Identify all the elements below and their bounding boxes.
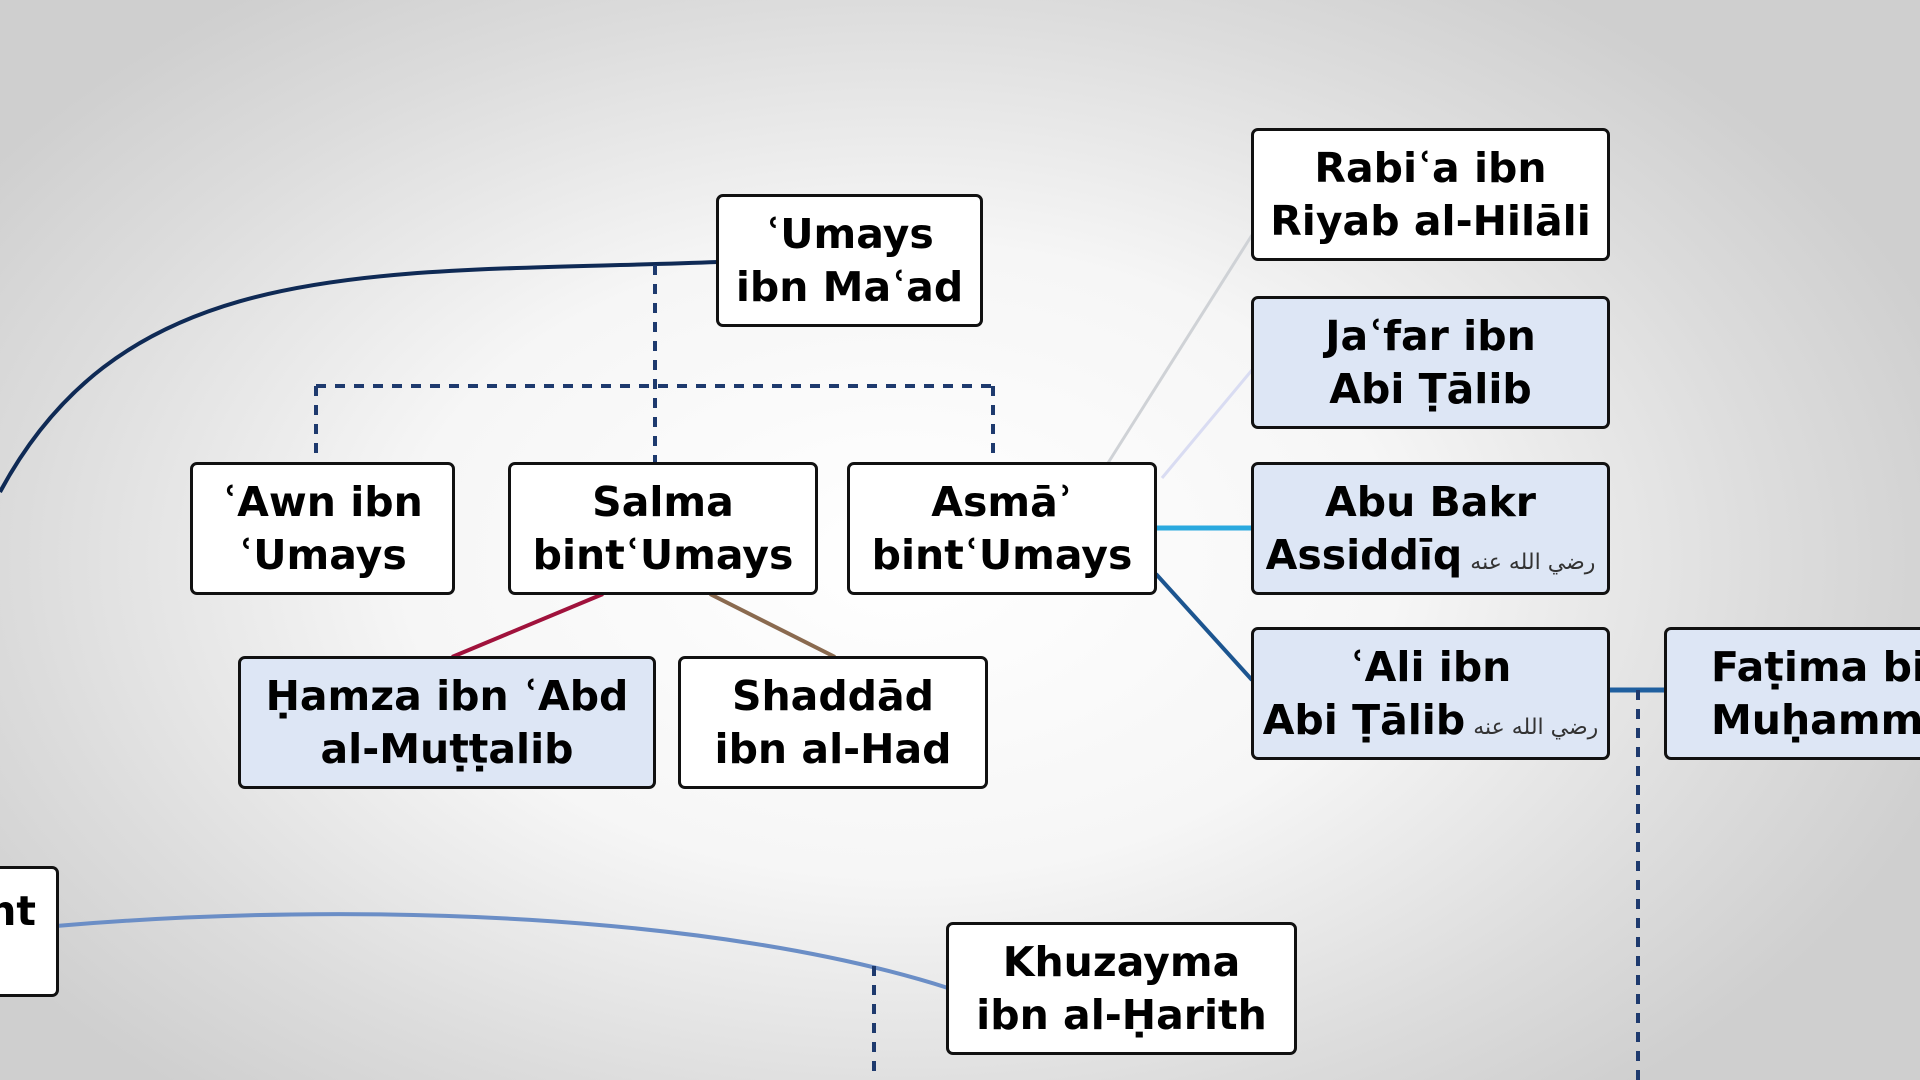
link-salma-shaddad	[709, 592, 836, 659]
node-line: Abi Ṭālib	[1262, 695, 1466, 744]
node-line: ibn al-Ḥarith	[976, 990, 1267, 1039]
node-line: bintʿUmays	[532, 530, 794, 579]
node-line: bintʿUmays	[871, 530, 1133, 579]
node-line: Rabiʿa ibn	[1314, 143, 1547, 192]
node-line: Shaddād	[731, 671, 935, 720]
link-asma-jafar	[1160, 369, 1254, 479]
node-line: al-Muṭṭalib	[320, 724, 574, 773]
node-line: ibn al-Had	[714, 724, 952, 773]
node-line: Muḥamm	[1711, 695, 1920, 744]
node-line: Riyab al-Hilāli	[1270, 196, 1591, 245]
node-line: ʿAwn ibn	[222, 477, 423, 526]
node-line: Abi Ṭālib	[1329, 364, 1532, 413]
node-line: ʿUmays	[238, 530, 407, 579]
node-line: Abu Bakr	[1325, 477, 1536, 526]
node-line: ʿAli ibn	[1349, 642, 1512, 691]
node-line: nt	[0, 887, 36, 935]
node-line: Assiddīq	[1265, 530, 1463, 579]
node-line: Ḥamza ibn ʿAbd	[265, 671, 629, 720]
node-line: Asmāʾ	[931, 477, 1073, 526]
node-line: Jaʿfar ibn	[1325, 311, 1536, 360]
node-line: Khuzayma	[1002, 937, 1241, 986]
node-line: Salma	[592, 477, 734, 526]
curve-to-umays	[0, 260, 719, 493]
node-line: Faṭima bi	[1711, 642, 1920, 691]
node-left-partial[interactable]: nt	[0, 866, 59, 997]
honorific-calligraphy-icon: رضي الله عنه	[1470, 549, 1596, 575]
node-line: ibn Maʿad	[735, 262, 964, 311]
link-salma-hamza	[451, 592, 604, 659]
curve-to-khuzayma	[55, 912, 949, 990]
link-asma-ali	[1154, 572, 1254, 682]
link-asma-rabia	[1106, 234, 1254, 464]
node-line: ʿUmays	[765, 209, 934, 258]
honorific-calligraphy-icon: رضي الله عنه	[1473, 714, 1599, 740]
